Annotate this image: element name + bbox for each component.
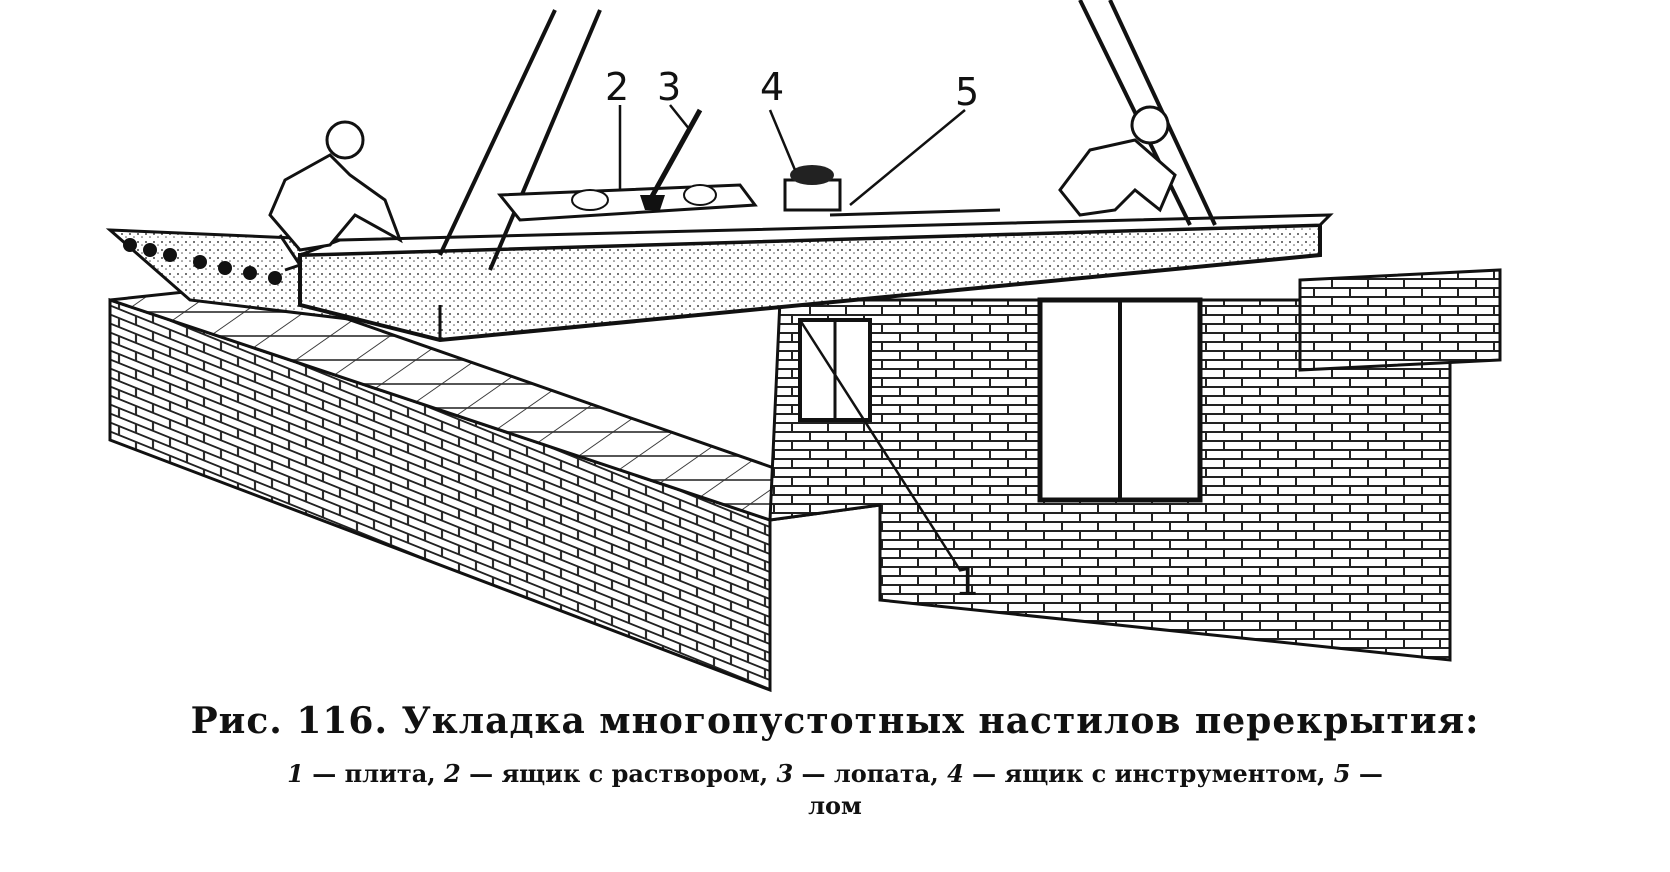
callout-leaders	[618, 104, 966, 571]
legend-dash-4: —	[972, 759, 997, 788]
legend-dash-2: —	[469, 759, 494, 788]
legend-dash-3: —	[801, 759, 826, 788]
legend-num-3: 3	[776, 759, 794, 788]
legend-dash-5: —	[1358, 759, 1383, 788]
worker-left	[268, 120, 403, 272]
label-2: 2	[605, 65, 629, 109]
legend-dash-1: —	[312, 759, 337, 788]
mortar-box	[496, 183, 758, 222]
crowbar	[829, 208, 1001, 217]
legend-num-1: 1	[287, 759, 304, 788]
legend-num-5: 5	[1333, 759, 1351, 788]
legend-text-5: лом	[808, 791, 862, 820]
legend-num-2: 2	[444, 759, 461, 788]
slab-laying-illustration: 2 3 4 5 1	[105, 0, 1502, 693]
window-right	[1037, 297, 1203, 503]
tool-box	[783, 165, 842, 212]
label-3: 3	[657, 65, 681, 109]
shovel	[640, 108, 703, 210]
window-left	[798, 318, 872, 422]
worker-right	[1058, 105, 1177, 217]
legend-text-1: плита,	[344, 759, 436, 788]
legend-text-4: ящик с инструментом,	[1004, 759, 1326, 788]
figure-caption-legend: 1 — плита, 2 — ящик с раствором, 3 — лоп…	[60, 758, 1610, 822]
legend-text-3: лопата,	[833, 759, 939, 788]
label-4: 4	[760, 65, 784, 109]
legend-num-4: 4	[947, 759, 964, 788]
left-brick-wall	[108, 283, 881, 693]
hollow-core-slab	[298, 213, 1334, 343]
legend-text-2: ящик с раствором,	[501, 759, 769, 788]
label-5: 5	[955, 70, 979, 114]
label-1: 1	[955, 560, 979, 604]
figure-caption-title: Рис. 116. Укладка многопустотных настило…	[190, 700, 1480, 742]
